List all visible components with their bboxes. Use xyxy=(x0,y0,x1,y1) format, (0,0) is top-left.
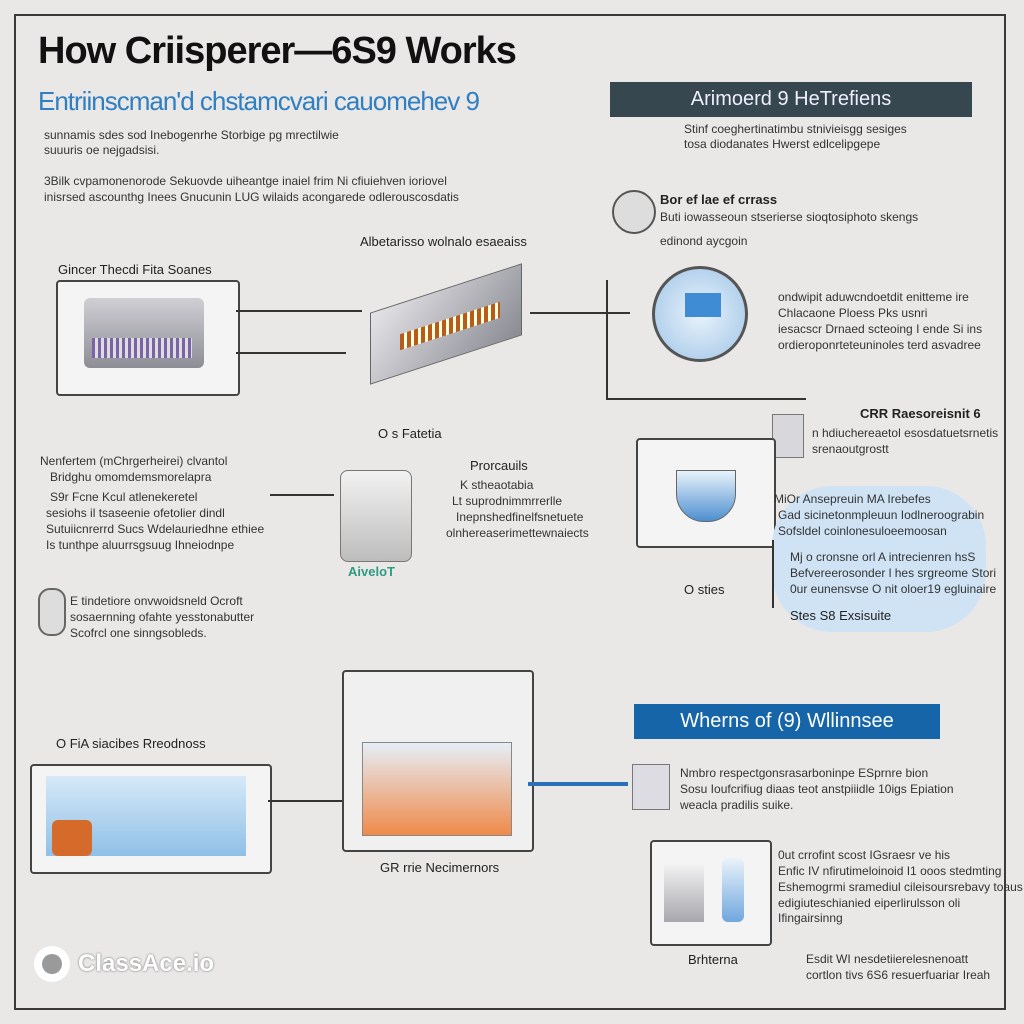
connector-line-1 xyxy=(236,310,362,312)
center-right-line-3: Inepnshedfinelfsnetuete xyxy=(456,510,584,524)
crr-sub-1: n hdiuchereaetol esosdatuetsrnetis xyxy=(812,426,999,440)
left-mid-line-5: Sutuiicnrerrd Sucs Wdelauriedhne ethiee xyxy=(46,522,265,536)
left-mid-line-4: sesiohs il tsaseenie ofetolier dindl xyxy=(46,506,225,520)
thermometer-icon xyxy=(38,588,66,636)
boq-sub: Buti iowasseoun stserierse sioqtosiphoto… xyxy=(660,210,919,224)
bottom-right-line-2: Sosu Ioufcrifiug diaas teot anstpiiidle … xyxy=(680,782,954,796)
dispenser-icon xyxy=(772,414,804,458)
left-device-box xyxy=(56,280,240,396)
bottom-box-line-3: Eshemogrmi sramediul cileisoursrebavy to… xyxy=(778,880,1023,894)
connector-line-3 xyxy=(530,312,630,314)
bottom-right-line-3: weacla pradilis suike. xyxy=(680,798,794,812)
left-lower-line-3: Scofrcl one sinngsobleds. xyxy=(70,626,207,640)
bottom-right-box-label: Brhterna xyxy=(688,952,738,967)
bottom-box-line-4: edigiuteschianied eiperlirulsson oli Ifi… xyxy=(778,896,961,925)
bottom-left-label: O FiA siacibes Rreodnoss xyxy=(56,736,206,751)
blue-panel-line-1: MiOr Ansepreuin MA Irebefes xyxy=(774,492,931,506)
o-sties-label: O sties xyxy=(684,582,725,597)
right-mid-line-4: ordieroponrteteuninoles terd asvadree xyxy=(778,338,981,352)
crr-sub-2: srenaoutgrostt xyxy=(812,442,889,456)
connector-line-7 xyxy=(772,540,774,608)
right-mid-line-1: ondwipit aduwcndoetdit enitteme ire xyxy=(778,290,969,304)
connector-line-6 xyxy=(270,494,334,496)
blue-panel-line-2: Gad sicinetonmpleuun Iodlneroograbin xyxy=(778,508,985,522)
bottle-icon xyxy=(722,858,744,922)
right-top-line-1: Stinf coeghertinatimbu stnivieisgg sesig… xyxy=(684,122,907,136)
connector-line-2 xyxy=(236,352,346,354)
center-right-line-4: olnhereaserimettewnaiects xyxy=(446,526,589,540)
centrifuge-icon xyxy=(340,470,412,562)
page-title: How Criisperer—6S9 Works xyxy=(38,30,517,72)
bottom-left-box xyxy=(30,764,272,874)
diagram-frame xyxy=(14,14,1006,1010)
banner-bottom-right: Wherns of (9) Wllinnsee xyxy=(634,704,940,739)
classace-logo-icon xyxy=(34,946,70,982)
crystal-icon xyxy=(685,293,721,317)
bulb-icon xyxy=(612,190,656,234)
proposals-label: Prorcauils xyxy=(470,458,528,473)
connector-line-8 xyxy=(268,800,344,802)
bottom-box-line-2: Enfic IV nfirutimeloinoid I1 ooos stedmt… xyxy=(778,864,1002,878)
page-subtitle: Entriinscman'd chstamcvari cauomehev 9 xyxy=(38,86,480,116)
intro-line-3: 3Bilk cvpamonenorode Sekuovde uiheantge … xyxy=(44,174,447,188)
boq-label: Bor ef lae ef crrass xyxy=(660,192,778,207)
left-lower-line-1: E tindetiore onvwoidsneld Ocroft xyxy=(70,594,243,608)
crr-label: CRR Raesoreisnit 6 xyxy=(860,406,981,421)
blue-panel-line-6: 0ur eunensvse O nit oloer19 egluinaire xyxy=(790,582,997,596)
boq-sub-2: edinond aycgoin xyxy=(660,234,748,248)
bottom-footer-line-1: Esdit WI nesdetiierelesnenoatt xyxy=(806,952,969,966)
bottom-center-label: GR rrie Necimernors xyxy=(380,860,500,875)
center-right-line-1: K stheaotabia xyxy=(460,478,534,492)
connector-line-5 xyxy=(606,398,806,400)
pump-icon xyxy=(664,862,704,922)
left-mid-line-2: Bridghu omomdemsmorelapra xyxy=(50,470,212,484)
left-mid-line-1: Nenfertem (mChrgerheirei) clvantol xyxy=(40,454,228,468)
right-mid-line-3: iesacscr Drnaed scteoing I ende Si ins xyxy=(778,322,983,336)
intro-line-2: suuuris oe nejgadsisi. xyxy=(44,143,160,157)
mid-top-label: Albetarisso wolnalo esaeaiss xyxy=(360,234,527,249)
left-mid-line-6: Is tunthpe aluurrsgsuug Ihneiodnpe xyxy=(46,538,235,552)
chamber-icon xyxy=(362,742,512,836)
nozzle-icon xyxy=(632,764,670,810)
filter-mesh-icon xyxy=(92,338,192,358)
right-top-line-2: tosa diodanates Hwerst edlcelipgepe xyxy=(684,137,881,151)
intro-line-4: inisrsed ascounthg Inees Gnucunin LUG wi… xyxy=(44,190,459,204)
center-right-line-2: Lt suprodnimmrrerlle xyxy=(452,494,563,508)
left-device-label: Gincer Thecdi Fita Soanes xyxy=(58,262,212,277)
brand-logo: ClassAce.io xyxy=(34,946,214,982)
right-mid-line-2: Chlacaone Ploess Pks usnri xyxy=(778,306,928,320)
blue-info-panel xyxy=(772,486,986,632)
center-machine-brand: AiveloT xyxy=(348,564,395,579)
left-lower-line-2: sosaernning ofahte yesstonabutter xyxy=(70,610,255,624)
blue-panel-line-5: Befvereerosonder l hes srgreome Stori xyxy=(790,566,997,580)
bottom-right-box xyxy=(650,840,772,946)
water-box xyxy=(636,438,776,548)
blue-panel-line-3: Sofsldel coinlonesuloeemoosan xyxy=(778,524,947,538)
brand-name: ClassAce.io xyxy=(78,950,215,977)
left-mid-line-3: S9r Fcne Kcul atlenekeretel xyxy=(50,490,198,504)
bottom-right-line-1: Nmbro respectgonsrasarboninpe ESprnre bi… xyxy=(680,766,929,780)
center-machine-label: O s Fatetia xyxy=(378,426,442,441)
banner-top-right: Arimoerd 9 HeTrefiens xyxy=(610,82,972,117)
intro-line-1: sunnamis sdes sod Inebogenrhe Storbige p… xyxy=(44,128,339,142)
bottom-footer-line-2: cortlon tivs 6S6 resuerfuariar Ireah xyxy=(806,968,991,982)
main-machine xyxy=(360,258,530,388)
residue-icon xyxy=(52,820,92,856)
blue-panel-line-4: Mj o cronsne orl A intrecienren hsS xyxy=(790,550,976,564)
magnifier-icon xyxy=(652,266,748,362)
flow-arrow xyxy=(528,782,628,786)
bottom-center-box xyxy=(342,670,534,852)
stes-exsite-label: Stes S8 Exsisuite xyxy=(790,608,892,623)
water-bowl-icon xyxy=(676,470,736,522)
connector-line-4 xyxy=(606,280,608,398)
bottom-box-line-1: 0ut crrofint scost IGsraesr ve his xyxy=(778,848,951,862)
